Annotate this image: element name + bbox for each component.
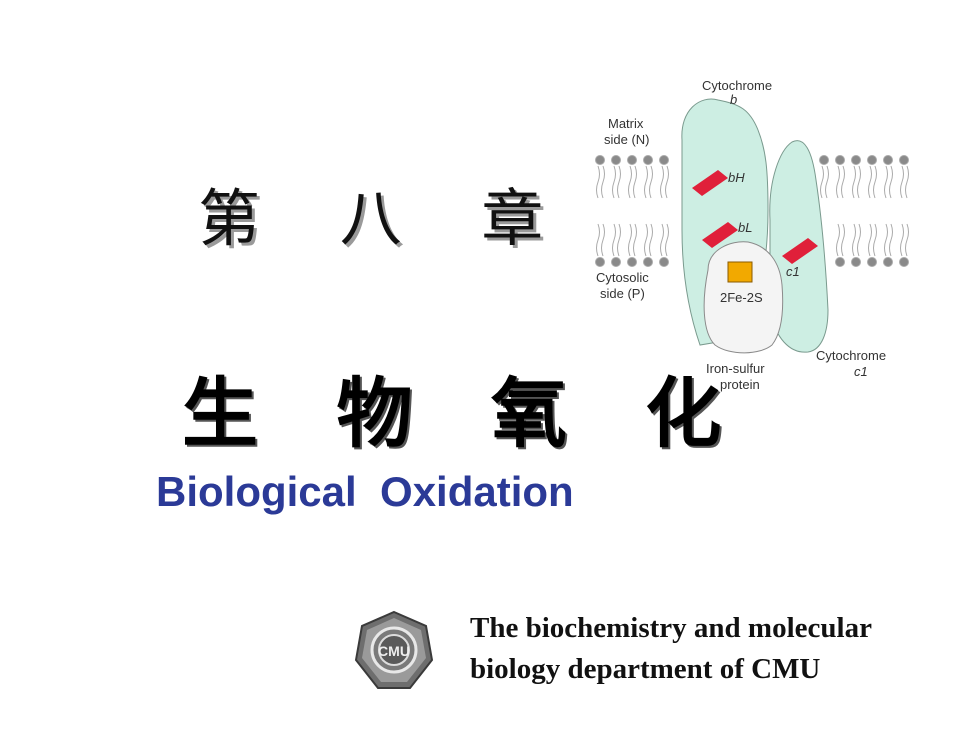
label-cytosolic-2: side (P) xyxy=(600,286,645,301)
cmu-logo-icon: CMU xyxy=(354,610,434,689)
title-chinese: 生 物 氧 化 xyxy=(182,369,748,458)
label-2fe2s: 2Fe-2S xyxy=(720,290,763,305)
iron-sulfur-shape xyxy=(703,241,784,354)
chapter-heading: 第 八 章 xyxy=(198,182,574,255)
label-bH: bH xyxy=(728,170,745,185)
label-matrix-2: side (N) xyxy=(604,132,650,147)
label-cytochrome-b-2: b xyxy=(730,92,737,107)
department-line-1: The biochemistry and molecular xyxy=(470,612,872,644)
heme-bL xyxy=(702,222,738,248)
label-matrix-1: Matrix xyxy=(608,116,644,131)
logo-text: CMU xyxy=(378,643,410,659)
fe-s-cluster xyxy=(727,261,753,283)
label-cytosolic-1: Cytosolic xyxy=(596,270,649,285)
label-bL: bL xyxy=(738,220,752,235)
label-iron-sulfur-2: protein xyxy=(720,377,760,392)
membrane-right xyxy=(819,155,909,267)
membrane-left xyxy=(595,155,669,267)
label-c1: c1 xyxy=(786,264,800,279)
label-cytochrome-c1-1: Cytochrome xyxy=(816,348,886,363)
heme-c1 xyxy=(782,238,818,264)
title-english: Biological Oxidation xyxy=(156,468,574,515)
cytochrome-bc1-diagram: Cytochrome b Matrix side (N) Cytosolic s… xyxy=(595,78,909,392)
heme-bH xyxy=(692,170,728,196)
department-credit: The biochemistry and molecular biology d… xyxy=(470,608,872,690)
label-cytochrome-c1-2: c1 xyxy=(854,364,868,379)
label-cytochrome-b-1: Cytochrome xyxy=(702,78,772,93)
label-iron-sulfur-1: Iron-sulfur xyxy=(706,361,765,376)
department-line-2: biology department of CMU xyxy=(470,653,821,685)
